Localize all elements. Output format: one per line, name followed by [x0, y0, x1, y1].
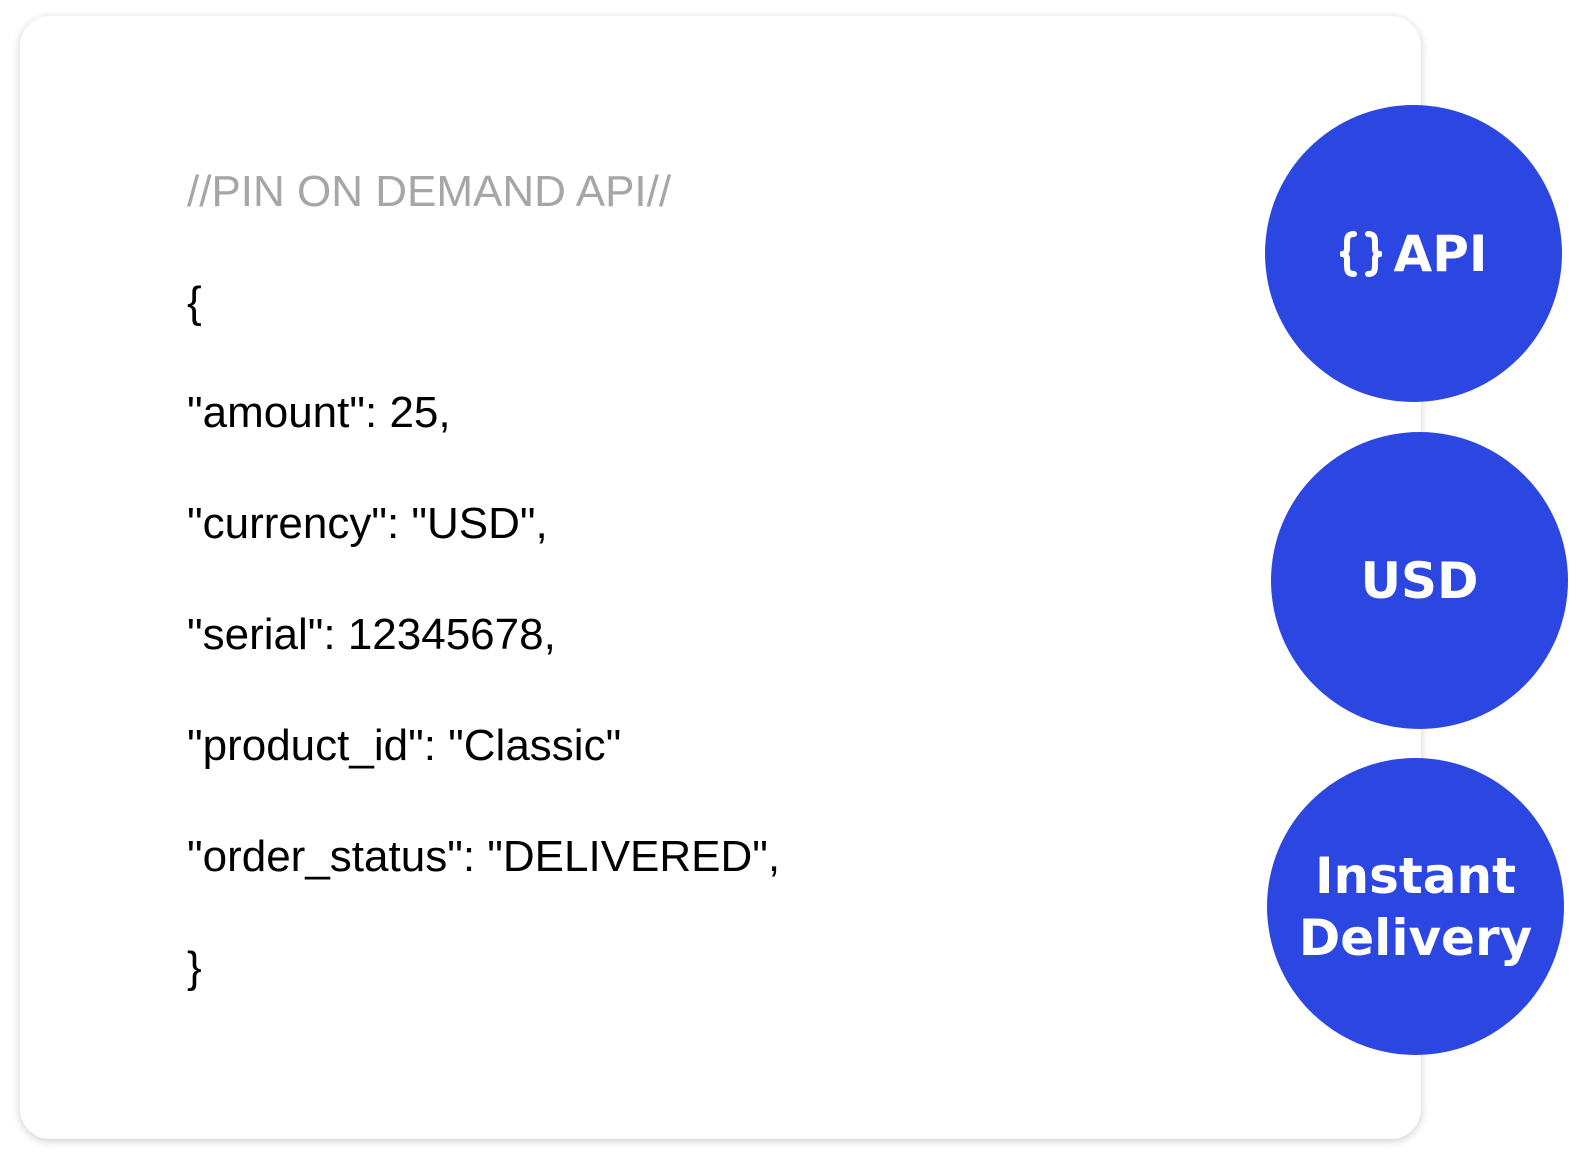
code-line-currency: "currency": "USD", — [187, 499, 548, 548]
code-line-close-brace: } — [187, 943, 202, 992]
code-card — [20, 16, 1421, 1139]
code-line-product-id: "product_id": "Classic" — [187, 721, 622, 770]
currency-badge: USD — [1271, 432, 1568, 729]
currency-badge-label: USD — [1360, 551, 1479, 610]
code-line-order-status: "order_status": "DELIVERED", — [187, 832, 781, 881]
code-line-serial: "serial": 12345678, — [187, 610, 556, 659]
braces-icon — [1339, 230, 1382, 277]
code-line-open-brace: { — [187, 278, 202, 327]
api-badge-label: API — [1393, 224, 1488, 283]
code-line-amount: "amount": 25, — [187, 388, 451, 437]
api-badge: API — [1265, 105, 1562, 402]
code-comment: //PIN ON DEMAND API// — [187, 167, 672, 216]
instant-delivery-badge-label: Instant Delivery — [1298, 846, 1533, 967]
instant-delivery-badge: Instant Delivery — [1267, 758, 1564, 1055]
